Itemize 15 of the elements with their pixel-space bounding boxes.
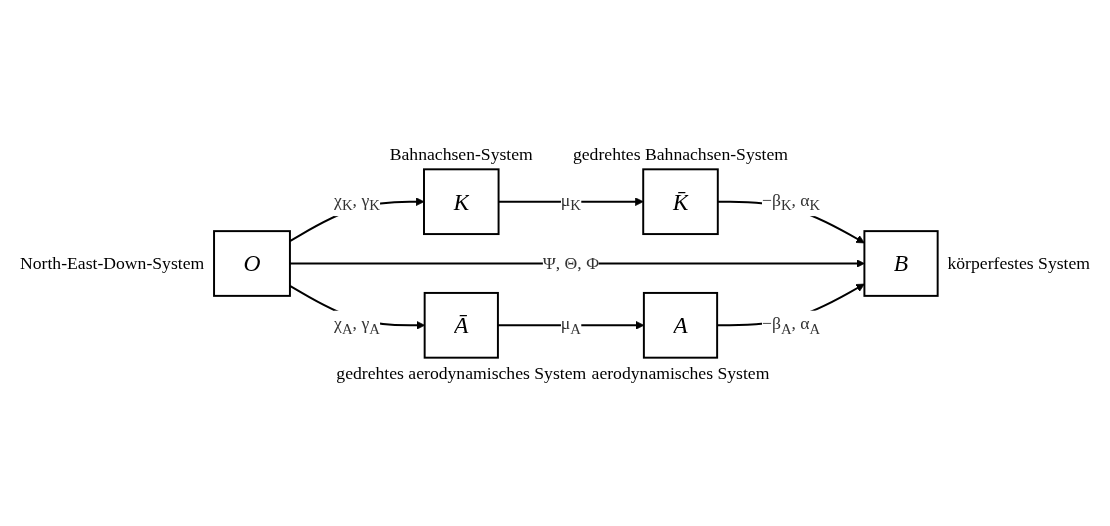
system-caption: körperfestes System — [947, 252, 1091, 273]
system-caption: gedrehtes Bahnachsen-System — [573, 143, 789, 163]
system-caption: aerodynamisches System — [591, 362, 770, 383]
node-box: B — [863, 229, 939, 297]
system-caption: Bahnachsen-System — [389, 143, 533, 163]
edge-label: −β$_{K}$, α$_{K}$ — [761, 189, 821, 213]
edge-label: μ$_{A}$ — [560, 312, 581, 337]
node-box: O — [213, 229, 291, 297]
edge-label: μ$_{K}$ — [560, 189, 581, 213]
edge-label: χ$_{K}$, γ$_{K}$ — [334, 189, 380, 213]
system-caption: North-East-Down-System — [20, 252, 205, 273]
system-caption: gedrehtes aerodynamisches System — [336, 362, 587, 383]
edge-label: −β$_{A}$, α$_{A}$ — [761, 312, 821, 337]
edge-label: Ψ, Θ, Φ — [542, 252, 600, 273]
edge-label: χ$_{A}$, γ$_{A}$ — [334, 312, 380, 337]
